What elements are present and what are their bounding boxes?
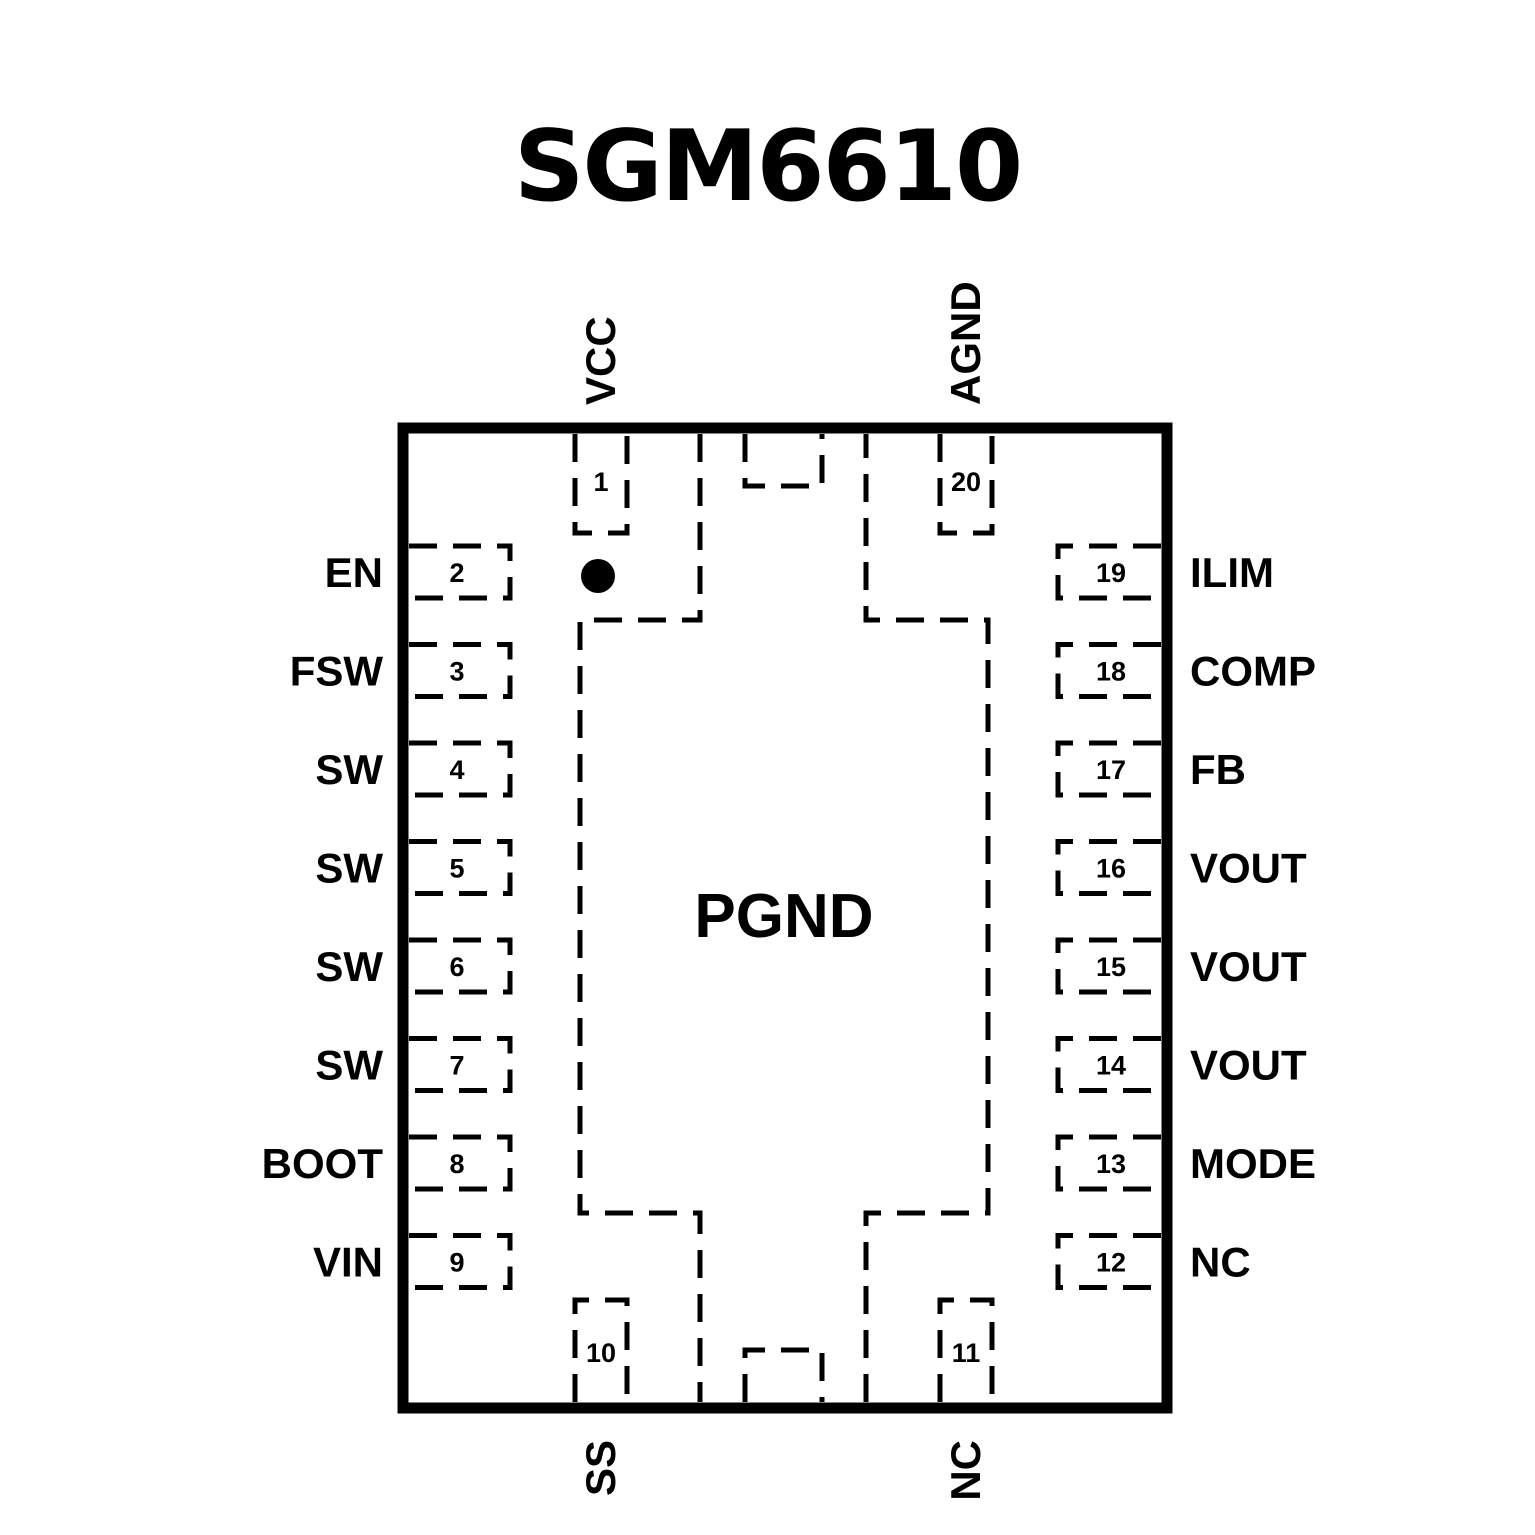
pin-pad-outline [1055, 740, 1161, 798]
pin-number: 6 [449, 952, 464, 982]
pin-number: 13 [1096, 1149, 1126, 1179]
pin-pad-outline [572, 434, 630, 536]
pin-name: FB [1190, 746, 1246, 793]
pin-number: 2 [449, 558, 464, 588]
pin-name: FSW [290, 648, 384, 695]
pin-8: 8 BOOT [262, 1134, 513, 1192]
pin-5: 5 SW [315, 839, 513, 896]
pin-number: 11 [952, 1338, 981, 1368]
pin-name: BOOT [262, 1140, 384, 1187]
pin-name: SW [315, 845, 383, 892]
pin-20: 20 AGND [937, 281, 995, 536]
exposed-pad-outline [577, 434, 991, 1402]
pin-pad-outline [409, 937, 513, 995]
pin-17: 17 FB [1055, 740, 1246, 798]
chip-title: SGM6610 [513, 110, 1023, 224]
pin-number: 5 [449, 854, 464, 884]
pin-name: VOUT [1190, 1042, 1307, 1089]
pin-name: SW [315, 943, 383, 990]
pin-pad-outline [409, 1036, 513, 1093]
pin-3: 3 FSW [290, 642, 513, 699]
pin-number: 1 [593, 467, 608, 497]
pin-number: 8 [449, 1149, 464, 1179]
pin-name: VOUT [1190, 943, 1307, 990]
pin-number: 10 [586, 1338, 616, 1368]
pin-18: 18 COMP [1055, 642, 1316, 699]
pin-pad-outline [409, 642, 513, 699]
pin-number: 17 [1096, 755, 1126, 785]
pin-pad-outline [1055, 642, 1161, 699]
pad-tab-top [742, 434, 825, 489]
pin1-indicator-dot [581, 559, 615, 593]
pin-19: 19 ILIM [1055, 543, 1274, 601]
pin-number: 20 [951, 467, 981, 497]
pin-pad-outline [1055, 839, 1161, 896]
pad-tab-bottom [742, 1347, 825, 1402]
pin-number: 7 [449, 1051, 464, 1081]
pin-pad-outline [1055, 1233, 1161, 1290]
pin-name: COMP [1190, 648, 1316, 695]
pin-name: NC [1190, 1239, 1251, 1286]
pin-name: NC [942, 1440, 989, 1501]
pin-name: VIN [313, 1239, 383, 1286]
pin-name: SW [315, 1042, 383, 1089]
pin-name: SS [577, 1440, 624, 1496]
pin-pad-outline [409, 1134, 513, 1192]
pin-pad-outline [409, 740, 513, 798]
pin-name: MODE [1190, 1140, 1316, 1187]
pin-pad-outline [937, 434, 995, 536]
pin-14: 14 VOUT [1055, 1036, 1307, 1093]
pin-number: 4 [449, 755, 464, 785]
pin-pad-outline [1055, 1134, 1161, 1192]
pin-6: 6 SW [315, 937, 513, 995]
pin-number: 12 [1096, 1248, 1126, 1278]
pin-9: 9 VIN [313, 1233, 513, 1290]
pin-name: EN [325, 549, 383, 596]
pin-number: 3 [449, 657, 464, 687]
pin-pad-outline [937, 1297, 995, 1402]
pin-pad-outline [409, 1233, 513, 1290]
pin-number: 18 [1096, 657, 1126, 687]
pin-number: 14 [1096, 1051, 1126, 1081]
pin-pad-outline [1055, 937, 1161, 995]
pin-number: 19 [1096, 558, 1126, 588]
pin-name: VCC [577, 316, 624, 405]
pin-15: 15 VOUT [1055, 937, 1307, 995]
pin-name: VOUT [1190, 845, 1307, 892]
pin-16: 16 VOUT [1055, 839, 1307, 896]
pin-pad-outline [572, 1297, 630, 1402]
pin-13: 13 MODE [1055, 1134, 1316, 1192]
pin-pad-outline [409, 543, 513, 601]
center-pad-label: PGND [694, 882, 873, 951]
pin-2: 2 EN [325, 543, 513, 601]
pin-12: 12 NC [1055, 1233, 1251, 1290]
pin-4: 4 SW [315, 740, 513, 798]
pin-number: 15 [1096, 952, 1126, 982]
pin-number: 16 [1096, 854, 1126, 884]
pin-1: 1 VCC [572, 316, 630, 536]
package-outline [397, 422, 1173, 1414]
pin-7: 7 SW [315, 1036, 513, 1093]
pin-name: ILIM [1190, 549, 1274, 596]
pin-pad-outline [409, 839, 513, 896]
pin-pad-outline [1055, 543, 1161, 601]
pin-number: 9 [449, 1248, 464, 1278]
pin-pad-outline [1055, 1036, 1161, 1093]
pin-name: AGND [942, 281, 989, 405]
pin-name: SW [315, 746, 383, 793]
